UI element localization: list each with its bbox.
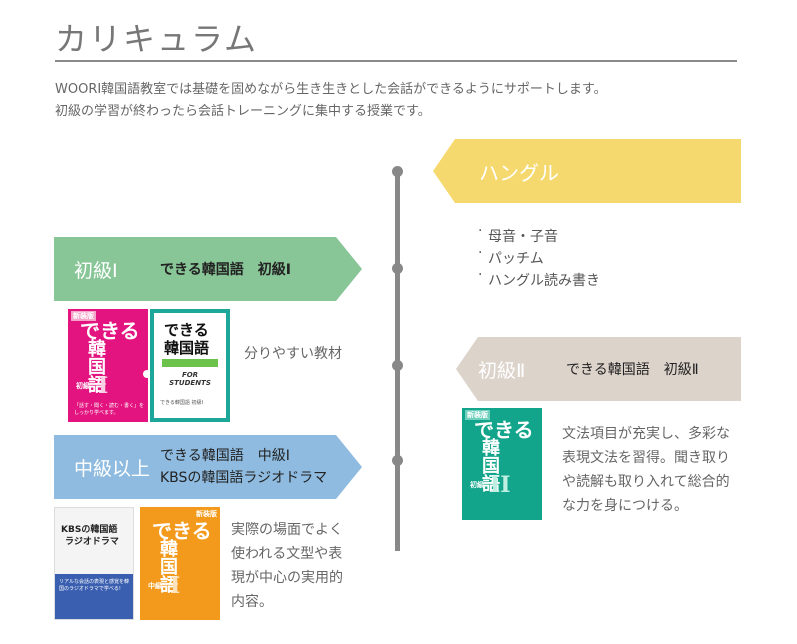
textbook-title: できる韓国語 中級Ⅰ <box>160 448 290 464</box>
desc-line: 内容。 <box>231 594 273 610</box>
cover-title-bottom: 韓国語 <box>157 539 178 593</box>
cover-subtitle: FOR STUDENTS <box>169 371 211 387</box>
textbook-title: できる韓国語 初級Ⅱ <box>566 362 699 378</box>
book-cover-shokyu1: 新装版 できる 韓国語 初級 I 「話す・聞く・読む・書く」を しっかり学べます… <box>68 309 148 422</box>
book-cover-shokyu1-students: できる 韓国語 FOR STUDENTS できる韓国語 初級I <box>150 309 230 422</box>
cover-title-top: できる <box>80 319 140 343</box>
level-label: 初級Ⅰ <box>74 259 118 282</box>
cover-title-top: できる <box>164 321 209 339</box>
cover-badge: 新装版 <box>465 410 490 420</box>
shokyu1-caption: 分りやすい教材 <box>244 346 342 362</box>
cover-title-bottom: 韓国語 <box>85 339 106 393</box>
desc-line: 表現文法を習得。聞き取り <box>562 450 730 466</box>
cover-badge: 新装版 <box>196 510 217 518</box>
cover-title-bottom: 韓国語 <box>479 438 500 492</box>
chukyu-description: 実際の場面でよく 使われる文型や表 現が中心の実用的 内容。 <box>231 518 343 614</box>
cover-level: 初級 <box>470 481 484 489</box>
textbook-title: KBSの韓国語ラジオドラマ <box>160 470 328 486</box>
cover-numeral: I <box>98 373 109 399</box>
title-divider <box>55 60 737 62</box>
timeline-dot-hangul <box>392 166 403 177</box>
cover-title-top: できる <box>152 519 212 543</box>
cover-numeral: I <box>170 573 181 599</box>
desc-line: 現が中心の実用的 <box>231 570 343 586</box>
cover-title-top: KBSの韓国語 <box>61 525 118 535</box>
timeline-dot-shokyu1 <box>392 263 403 274</box>
level-banner-shokyu2: 初級Ⅱ できる韓国語 初級Ⅱ <box>456 337 741 401</box>
cover-title-bottom: 韓国語 <box>164 339 210 357</box>
book-cover-kbs: KBSの韓国語 ラジオドラマ リアルな会話の表現と感覚を韓国のラジオドラマで学べ… <box>54 507 134 620</box>
cover-note: できる韓国語 初級I <box>160 400 203 406</box>
hangul-topics-list: 母音・子音 パッチム ハングル読み書き <box>478 226 600 292</box>
cover-ring-icon <box>143 370 151 378</box>
cover-note: 「話す・聞く・読む・書く」を しっかり学べます。 <box>74 403 145 416</box>
intro-line-2: 初級の学習が終わったら会話トレーニングに集中する授業です。 <box>55 104 431 119</box>
level-label: ハングル <box>479 160 559 185</box>
book-cover-shokyu2: 新装版 できる 韓国語 初級 II <box>462 408 542 520</box>
cover-badge: 新装版 <box>71 311 96 321</box>
cover-numeral: II <box>490 472 511 498</box>
textbook-title: できる韓国語 初級Ⅰ <box>160 262 291 278</box>
desc-line: 使われる文型や表 <box>231 546 343 562</box>
level-banner-shokyu1: 初級Ⅰ できる韓国語 初級Ⅰ <box>54 237 362 301</box>
page-title: カリキュラム <box>55 20 259 58</box>
cover-title-top: できる <box>474 418 534 442</box>
level-label: 中級以上 <box>74 457 151 480</box>
intro-line-1: WOORI韓国語教室では基礎を固めながら生き生きとした会話ができるようにサポート… <box>55 82 607 97</box>
textbook-titles: できる韓国語 中級Ⅰ KBSの韓国語ラジオドラマ <box>160 445 327 489</box>
level-banner-hangul: ハングル <box>433 139 741 203</box>
timeline-dot-chukyu <box>392 455 403 466</box>
level-banner-chukyu: 中級以上 できる韓国語 中級Ⅰ KBSの韓国語ラジオドラマ <box>54 435 362 499</box>
cover-note: リアルな会話の表現と感覚を韓国のラジオドラマで学べる! <box>59 579 129 592</box>
list-item: パッチム <box>478 248 600 270</box>
desc-line: 実際の場面でよく <box>231 522 343 538</box>
desc-line: 文法項目が充実し、多彩な <box>562 426 730 442</box>
cover-title-bottom: ラジオドラマ <box>65 537 119 547</box>
desc-line: な力を身につける。 <box>562 498 688 514</box>
book-cover-chukyu: 新装版 できる 韓国語 中級 I <box>140 507 220 620</box>
level-label: 初級Ⅱ <box>478 359 526 382</box>
timeline-dot-shokyu2 <box>392 360 403 371</box>
cover-level: 中級 <box>148 582 162 590</box>
desc-line: や読解も取り入れて総合的 <box>562 474 730 490</box>
list-item: 母音・子音 <box>478 226 600 248</box>
shokyu2-description: 文法項目が充実し、多彩な 表現文法を習得。聞き取り や読解も取り入れて総合的 な… <box>562 422 730 518</box>
list-item: ハングル読み書き <box>478 270 600 292</box>
cover-level: 初級 <box>76 382 90 390</box>
